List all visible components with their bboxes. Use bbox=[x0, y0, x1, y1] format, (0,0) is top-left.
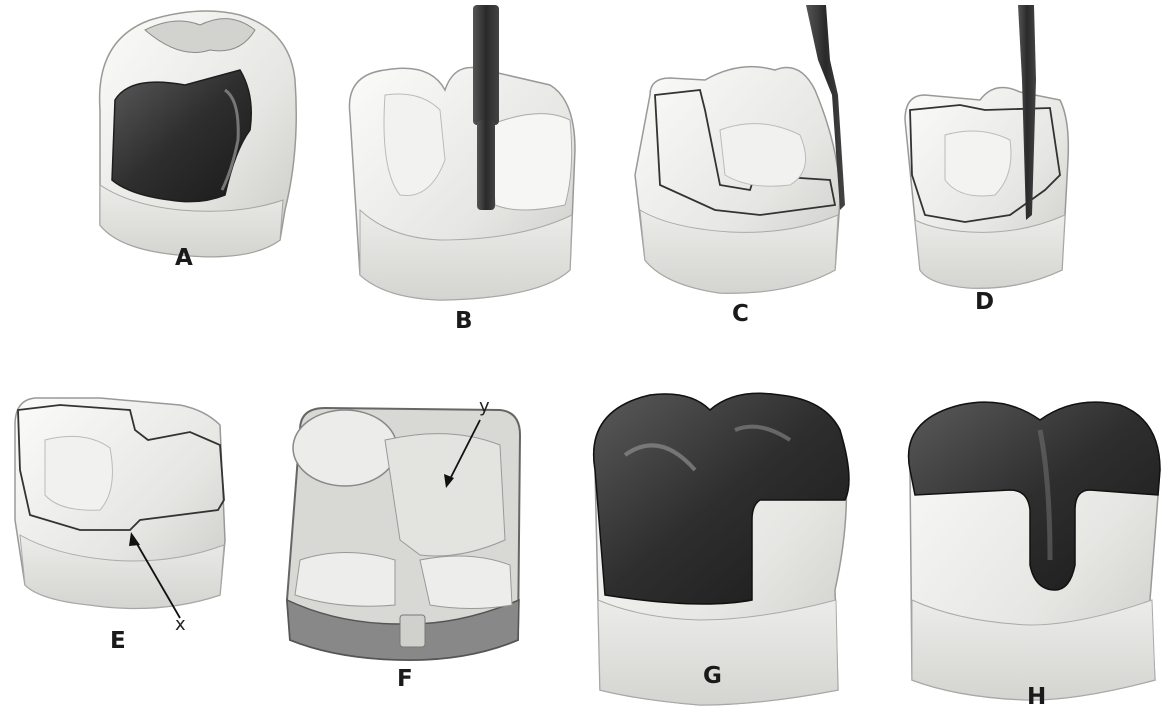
annotation-y-label: y bbox=[479, 396, 490, 417]
panel-label-c: C bbox=[732, 301, 749, 327]
annotation-x-label: x bbox=[175, 614, 186, 635]
panel-d-tooth bbox=[905, 88, 1068, 289]
panel-f-casting bbox=[287, 408, 520, 660]
panel-a-tooth bbox=[100, 11, 297, 257]
panel-label-a: A bbox=[175, 245, 193, 271]
panel-h-restored-tooth bbox=[909, 402, 1160, 700]
panel-b-tooth bbox=[349, 68, 575, 301]
panel-label-b: B bbox=[455, 308, 473, 334]
panel-label-f: F bbox=[397, 666, 413, 692]
panel-label-g: G bbox=[703, 663, 722, 689]
panel-label-h: H bbox=[1027, 684, 1046, 710]
panel-label-d: D bbox=[975, 289, 994, 315]
panel-c-tooth bbox=[635, 67, 840, 293]
panel-e-tooth bbox=[15, 398, 225, 608]
panel-g-restored-tooth bbox=[594, 393, 849, 705]
panel-label-e: E bbox=[110, 628, 126, 654]
